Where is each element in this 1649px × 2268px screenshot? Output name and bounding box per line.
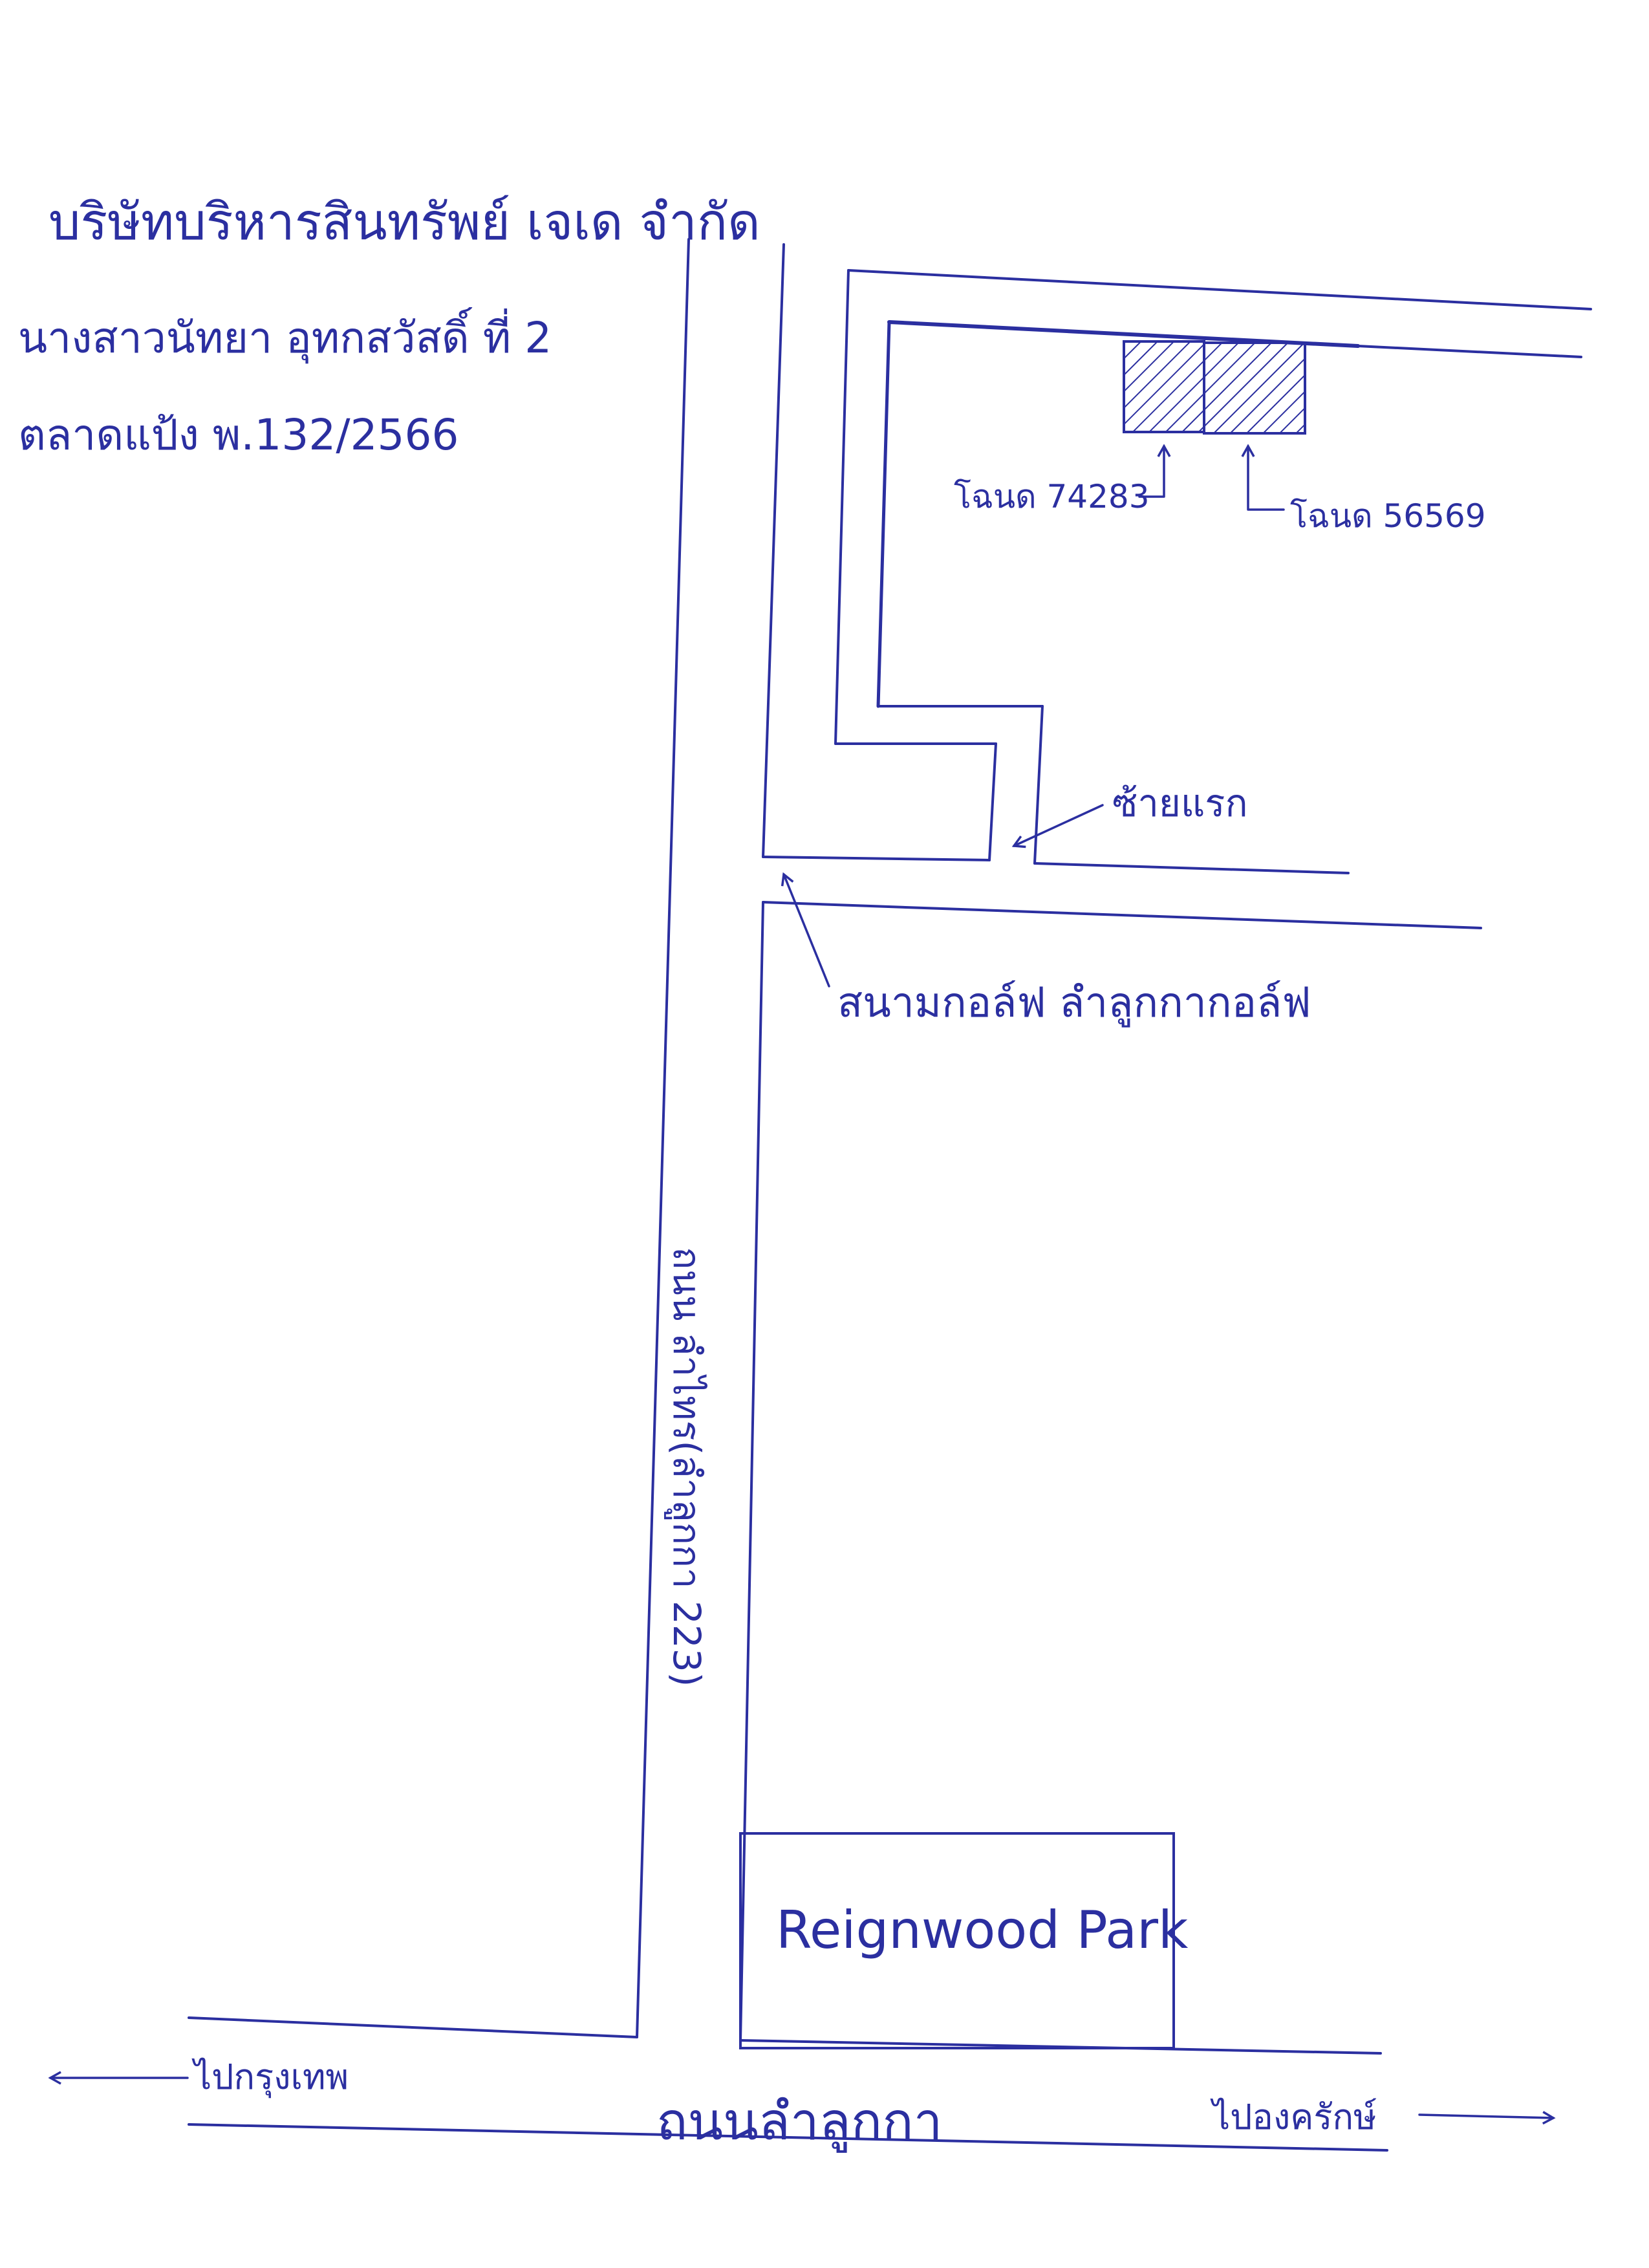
main-road-lines xyxy=(188,2016,1388,2152)
pointer-golf-course xyxy=(781,872,830,988)
to-ongkharak-label: ไปองครักษ์ xyxy=(1210,2097,1377,2137)
side-road-lines xyxy=(636,238,785,2042)
first-junction-label: ซ้ายแรก xyxy=(1112,781,1248,825)
golf-course-label: สนามกอล์ฟ ลำลูกกากอล์ฟ xyxy=(837,979,1311,1028)
to-bangkok-label: ไปกรุงเทพ xyxy=(191,2057,349,2099)
arrow-to-ongkharak xyxy=(1418,2111,1556,2125)
company-name: บริษัทบริหารสินทรัพย์ เจเด จำกัด xyxy=(48,193,760,252)
side-road-label: ถนน ลำไทร(ลำลูกกา 223) xyxy=(664,1247,709,1687)
deed-left-label: โฉนด 74283 xyxy=(954,478,1150,515)
main-road-label: ถนนลำลูกกา xyxy=(656,2091,943,2153)
person-name: นางสาวนัทยา อุทกสวัสดิ์ ที่ 2 xyxy=(18,307,552,364)
reignwood-park-block xyxy=(739,1832,1175,2049)
deed-right-label: โฉนด 56569 xyxy=(1290,497,1486,535)
pointer-plot-56569 xyxy=(1241,444,1285,511)
pointer-plot-74283 xyxy=(1138,444,1171,498)
case-number: ตลาดแป้ง พ.132/2566 xyxy=(18,410,459,460)
reignwood-park-label: Reignwood Park xyxy=(776,1900,1189,1960)
branch-road-lines xyxy=(762,269,1592,929)
plot-74283 xyxy=(1123,340,1205,433)
pointer-first-junction xyxy=(1011,804,1104,848)
plot-56569 xyxy=(1203,341,1306,435)
